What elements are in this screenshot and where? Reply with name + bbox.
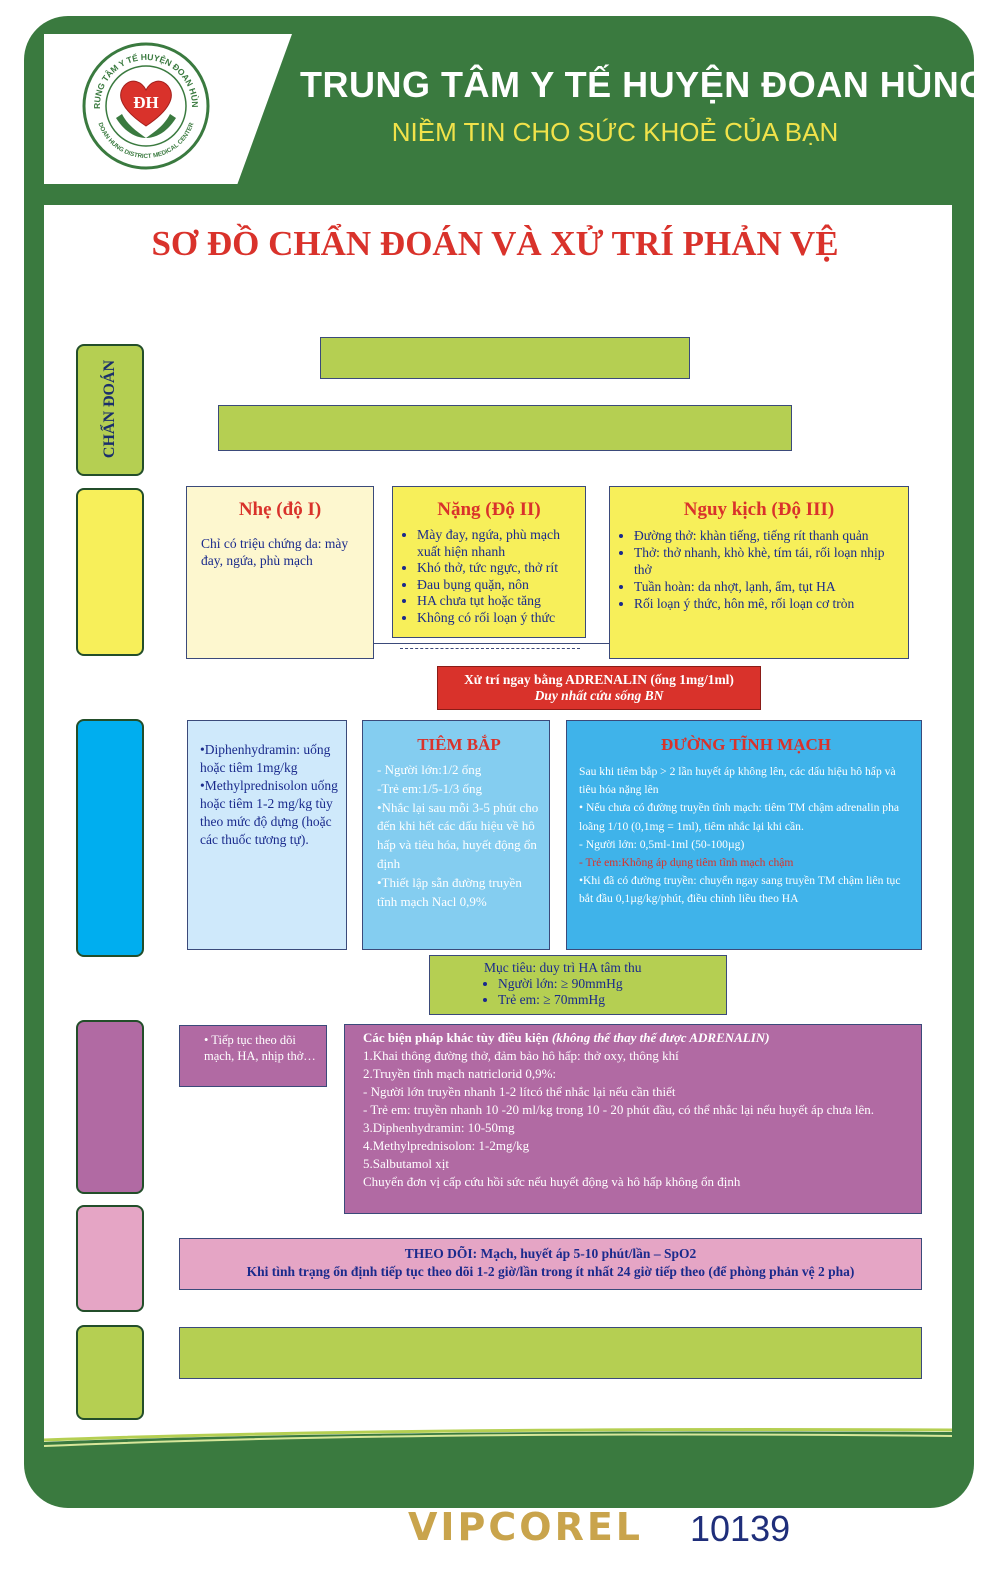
bottom-wave-decoration	[44, 1427, 952, 1486]
iv-item: • Nếu chưa có đường truyền tĩnh mạch: ti…	[579, 801, 900, 833]
iv-item: Sau khi tiêm bắp > 2 lần huyết áp không …	[579, 765, 896, 797]
mild-treatment-item: •Diphenhydramin: uống hoặc tiêm 1mg/kg	[200, 742, 331, 775]
target-list: Người lớn: ≥ 90mmHg Trẻ em: ≥ 70mmHg	[484, 976, 716, 1008]
adrenalin-line2: Duy nhất cứu sống BN	[534, 688, 664, 703]
footer-brand: VIPCOREL	[408, 1505, 644, 1549]
other-measures-box: Các biện pháp khác tùy điều kiện (không …	[344, 1024, 922, 1214]
list-item: HA chưa tụt hoặc tăng	[417, 593, 575, 610]
severity-severe-list: Mày đay, ngứa, phù mạch xuất hiện nhanh …	[403, 527, 575, 626]
list-item: Thở: thở nhanh, khò khè, tím tái, rối lo…	[634, 544, 898, 578]
im-item: - Người lớn:1/2 ống	[377, 762, 482, 777]
list-item: Mày đay, ngứa, phù mạch xuất hiện nhanh	[417, 527, 575, 560]
other-measures-title: Các biện pháp khác tùy điều kiện	[363, 1030, 549, 1045]
iv-title: ĐƯỜNG TĨNH MẠCH	[661, 735, 831, 754]
im-injection-box: TIÊM BẮP - Người lớn:1/2 ống -Trẻ em:1/5…	[362, 720, 550, 950]
other-measures-line: 4.Methylprednisolon: 1-2mg/kg	[363, 1138, 530, 1153]
severity-mild-box: Nhẹ (độ I) Chỉ có triệu chứng da: mày đa…	[186, 486, 374, 659]
mild-treatment-item: •Methylprednisolon uống hoặc tiêm 1-2 mg…	[200, 778, 338, 847]
other-measures-line: 1.Khai thông đường thở, đảm bảo hô hấp: …	[363, 1048, 679, 1063]
logo-initials: ĐH	[133, 93, 159, 112]
follow-up-box: THEO DÕI: Mạch, huyết áp 5-10 phút/lần –…	[179, 1238, 922, 1290]
im-item: •Nhắc lại sau mỗi 3-5 phút cho đến khi h…	[377, 799, 539, 871]
side-bar-treatment	[76, 719, 144, 957]
list-item: Người lớn: ≥ 90mmHg	[498, 976, 716, 992]
side-bar-diagnosis: CHẨN ĐOÁN	[76, 344, 144, 476]
im-item: •Thiết lập sẵn đường truyền tĩnh mạch Na…	[377, 874, 522, 909]
page-title: SƠ ĐỒ CHẨN ĐOÁN VÀ XỬ TRÍ PHẢN VỆ	[151, 224, 839, 263]
severity-critical-title: Nguy kịch (Độ III)	[683, 499, 835, 520]
diagnosis-box-top	[320, 337, 690, 379]
list-item: Đường thở: khàn tiếng, tiếng rít thanh q…	[634, 527, 898, 544]
connector-dashed	[400, 648, 580, 649]
list-item: Đau bụng quặn, nôn	[417, 577, 575, 594]
im-title: TIÊM BẮP	[417, 735, 501, 754]
iv-item: - Người lớn: 0,5ml-1ml (50-100µg)	[579, 837, 745, 851]
other-measures-line: - Người lớn truyền nhanh 1-2 lítcó thể n…	[363, 1084, 676, 1099]
severity-mild-text: Chỉ có triệu chứng da: mày đay, ngứa, ph…	[201, 536, 349, 568]
side-bar-other-measures	[76, 1020, 144, 1194]
slogan: NIỀM TIN CHO SỨC KHOẺ CỦA BẠN	[391, 117, 839, 147]
final-box	[179, 1327, 922, 1379]
diagnosis-box-criteria	[218, 405, 792, 451]
adrenalin-box: Xử trí ngay bằng ADRENALIN (ống 1mg/1ml)…	[437, 666, 761, 710]
other-measures-note: (không thể thay thế được ADRENALIN)	[551, 1030, 770, 1045]
im-item: -Trẻ em:1/5-1/3 ống	[377, 780, 482, 796]
iv-route-box: ĐƯỜNG TĨNH MẠCH Sau khi tiêm bắp > 2 lần…	[566, 720, 922, 950]
severity-mild-title: Nhẹ (độ I)	[238, 499, 322, 520]
monitor-short-text: • Tiếp tục theo dõi mạch, HA, nhịp thở…	[204, 1033, 316, 1063]
iv-item-child: - Trẻ em:Không áp dụng tiêm tĩnh mạch ch…	[579, 856, 794, 870]
severity-severe-box: Nặng (Độ II) Mày đay, ngứa, phù mạch xuấ…	[392, 486, 586, 638]
other-measures-line: 3.Diphenhydramin: 10-50mg	[363, 1120, 515, 1135]
list-item: Tuần hoàn: da nhợt, lạnh, ẩm, tụt HA	[634, 578, 898, 595]
severity-critical-box: Nguy kịch (Độ III) Đường thở: khàn tiếng…	[609, 486, 909, 659]
footer-code: 10139	[690, 1508, 791, 1549]
target-line1: Mục tiêu: duy trì HA tâm thu	[484, 960, 642, 975]
side-bar-follow-up	[76, 1205, 144, 1312]
severity-critical-list: Đường thở: khàn tiếng, tiếng rít thanh q…	[620, 527, 898, 612]
hospital-logo-icon: TRUNG TÂM Y TẾ HUYỆN ĐOAN HÙNG DOAN HUNG…	[82, 42, 210, 170]
adrenalin-line1: Xử trí ngay bằng ADRENALIN (ống 1mg/1ml)	[464, 672, 734, 687]
other-measures-line: Chuyển đơn vị cấp cứu hồi sức nếu huyết …	[363, 1174, 741, 1189]
side-bar-severity	[76, 488, 144, 656]
connector-line	[374, 643, 610, 644]
target-box: Mục tiêu: duy trì HA tâm thu Người lớn: …	[429, 955, 727, 1015]
list-item: Khó thở, tức ngực, thở rít	[417, 560, 575, 577]
side-bar-final	[76, 1325, 144, 1420]
list-item: Không có rối loạn ý thức	[417, 610, 575, 627]
list-item: Trẻ em: ≥ 70mmHg	[498, 992, 716, 1008]
follow-up-line2: Khi tình trạng ổn định tiếp tục theo dõi…	[246, 1264, 855, 1279]
iv-item: •Khi đã có đường truyền: chuyển ngay san…	[579, 874, 901, 906]
other-measures-line: 2.Truyền tĩnh mạch natriclorid 0,9%:	[363, 1066, 557, 1081]
other-measures-line: 5.Salbutamol xịt	[363, 1156, 449, 1171]
org-name: TRUNG TÂM Y TẾ HUYỆN ĐOAN HÙNG	[300, 64, 988, 105]
monitor-short-box: • Tiếp tục theo dõi mạch, HA, nhịp thở…	[179, 1025, 327, 1087]
follow-up-line1: THEO DÕI: Mạch, huyết áp 5-10 phút/lần –…	[404, 1246, 697, 1261]
side-label-diagnosis: CHẨN ĐOÁN	[101, 359, 118, 459]
list-item: Rối loạn ý thức, hôn mê, rối loạn cơ trò…	[634, 595, 898, 612]
severity-severe-title: Nặng (Độ II)	[437, 499, 541, 520]
mild-treatment-box: •Diphenhydramin: uống hoặc tiêm 1mg/kg •…	[187, 720, 347, 950]
other-measures-line: - Trẻ em: truyền nhanh 10 -20 ml/kg tron…	[363, 1102, 875, 1117]
